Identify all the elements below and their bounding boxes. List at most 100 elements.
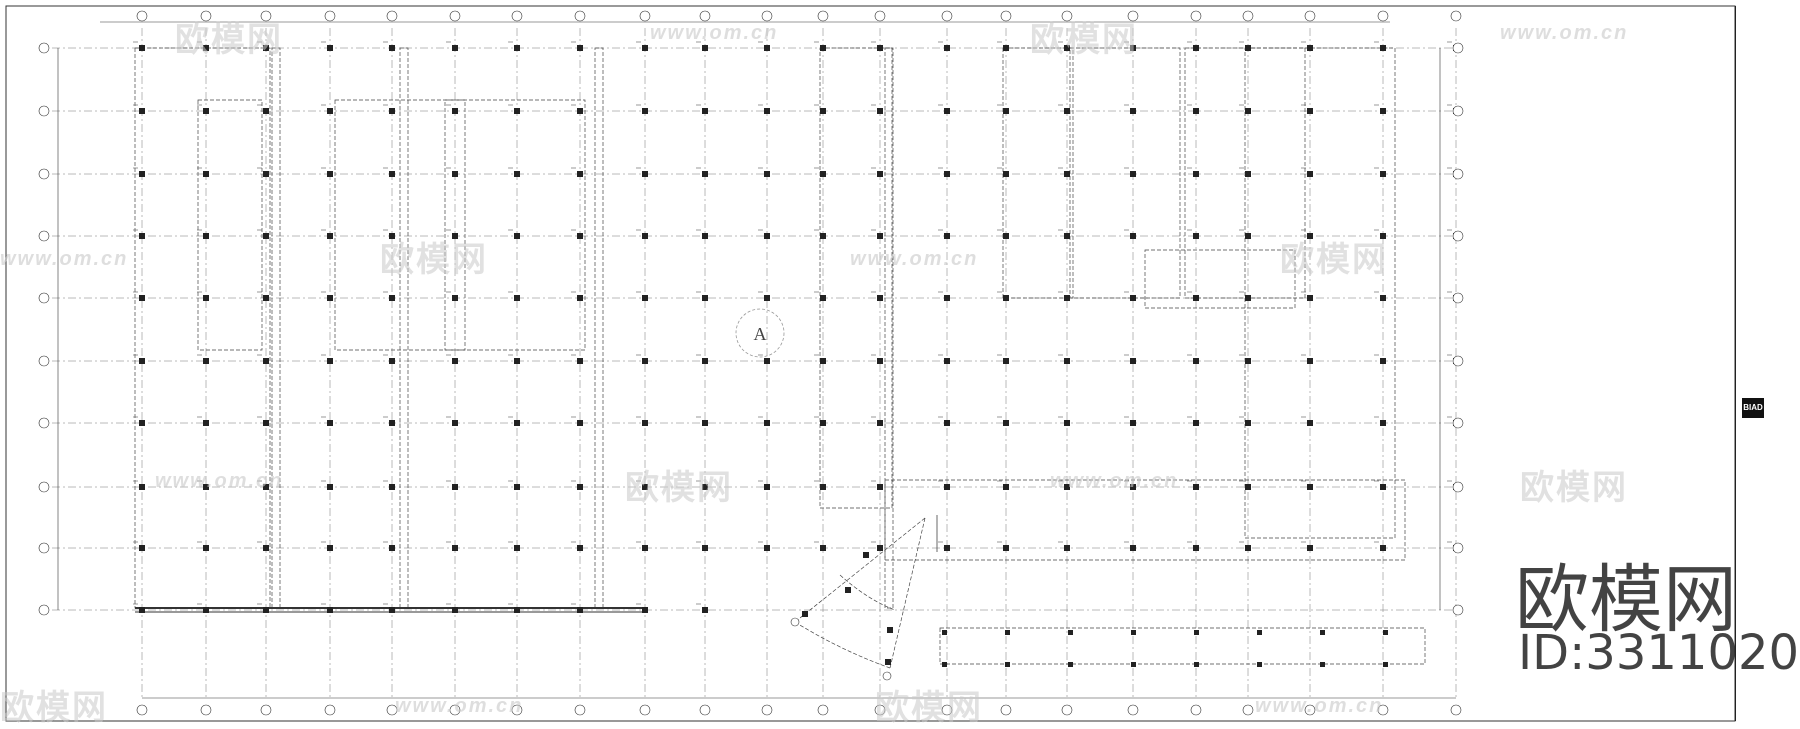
grid-bubble (324, 704, 336, 716)
grid-bubble (1452, 542, 1464, 554)
column-mark (1005, 662, 1010, 667)
grid-bubble (639, 10, 651, 22)
grid-bubble (1377, 10, 1389, 22)
column-mark (1064, 45, 1070, 51)
dashed-outlines (134, 47, 1426, 665)
grid-bubble (38, 292, 50, 304)
column-mark (577, 607, 583, 613)
column-mark (1068, 630, 1073, 635)
grid-bubble (38, 417, 50, 429)
grid-bubble (761, 704, 773, 716)
grid-bubble (511, 10, 523, 22)
column-mark (1193, 295, 1199, 301)
grid-bubble (1304, 10, 1316, 22)
column-mark (327, 358, 333, 364)
column-mark (1307, 295, 1313, 301)
column-mark (1320, 630, 1325, 635)
column-mark (642, 420, 648, 426)
grid-bubble (874, 704, 886, 716)
column-mark (820, 420, 826, 426)
ramp-arc (794, 621, 891, 669)
column-mark (452, 108, 458, 114)
column-mark (203, 420, 209, 426)
column-mark (820, 108, 826, 114)
column-mark (389, 45, 395, 51)
column-mark (577, 45, 583, 51)
column-mark (820, 358, 826, 364)
column-mark (1003, 45, 1009, 51)
grid-bubble (1452, 105, 1464, 117)
column-mark (514, 233, 520, 239)
dashed-outline (884, 479, 1406, 561)
column-mark (642, 108, 648, 114)
watermark-url: www.om.cn (650, 22, 779, 44)
watermark-url: www.om.cn (395, 695, 524, 717)
column-mark (389, 358, 395, 364)
column-mark (802, 611, 808, 617)
column-mark (139, 484, 145, 490)
column-mark (514, 45, 520, 51)
column-mark (1245, 108, 1251, 114)
column-mark (1130, 295, 1136, 301)
grid-bubble (324, 10, 336, 22)
grid-bubble (200, 10, 212, 22)
grid-bubble (874, 10, 886, 22)
column-mark (1003, 171, 1009, 177)
column-mark (944, 545, 950, 551)
grid-bubble (386, 704, 398, 716)
column-mark (764, 484, 770, 490)
column-mark (1307, 420, 1313, 426)
grid-bubble (1452, 292, 1464, 304)
column-mark (203, 45, 209, 51)
column-mark (820, 484, 826, 490)
grid-bubble (1452, 417, 1464, 429)
grid-bubble (1190, 704, 1202, 716)
watermark-url: www.om.cn (0, 248, 129, 270)
column-mark (1380, 545, 1386, 551)
column-mark (764, 233, 770, 239)
column-mark (702, 171, 708, 177)
column-mark (1257, 630, 1262, 635)
column-mark (877, 108, 883, 114)
column-mark (702, 607, 708, 613)
grid-bubble (449, 704, 461, 716)
column-mark (1245, 545, 1251, 551)
column-mark (452, 45, 458, 51)
column-mark (1380, 484, 1386, 490)
column-mark (452, 420, 458, 426)
column-mark (452, 233, 458, 239)
grid-bubble (1000, 704, 1012, 716)
column-mark (1193, 233, 1199, 239)
column-mark (877, 484, 883, 490)
watermark-brand: 欧模网 (380, 241, 488, 279)
grid-bubble (1127, 704, 1139, 716)
column-mark (139, 358, 145, 364)
column-mark (642, 358, 648, 364)
column-mark (263, 484, 269, 490)
column-mark (1380, 171, 1386, 177)
column-mark (1193, 108, 1199, 114)
column-mark (764, 420, 770, 426)
title-block: BIAD (1735, 6, 1798, 721)
column-mark (514, 295, 520, 301)
column-mark (452, 295, 458, 301)
column-mark (203, 171, 209, 177)
dashed-outline (1144, 249, 1296, 309)
column-mark (1194, 662, 1199, 667)
column-mark (263, 295, 269, 301)
column-mark (389, 171, 395, 177)
grid-bubble (1452, 168, 1464, 180)
column-mark (327, 233, 333, 239)
column-mark (389, 108, 395, 114)
dashed-outline (197, 99, 263, 351)
section-marker-label: A (754, 324, 767, 344)
watermark-brand: 欧模网 (1520, 469, 1628, 507)
column-mark (1380, 108, 1386, 114)
grid-bubble (941, 704, 953, 716)
column-mark (389, 420, 395, 426)
column-mark (1307, 358, 1313, 364)
column-mark (1005, 630, 1010, 635)
column-mark (1380, 420, 1386, 426)
grid-bubble (574, 10, 586, 22)
column-mark (764, 295, 770, 301)
